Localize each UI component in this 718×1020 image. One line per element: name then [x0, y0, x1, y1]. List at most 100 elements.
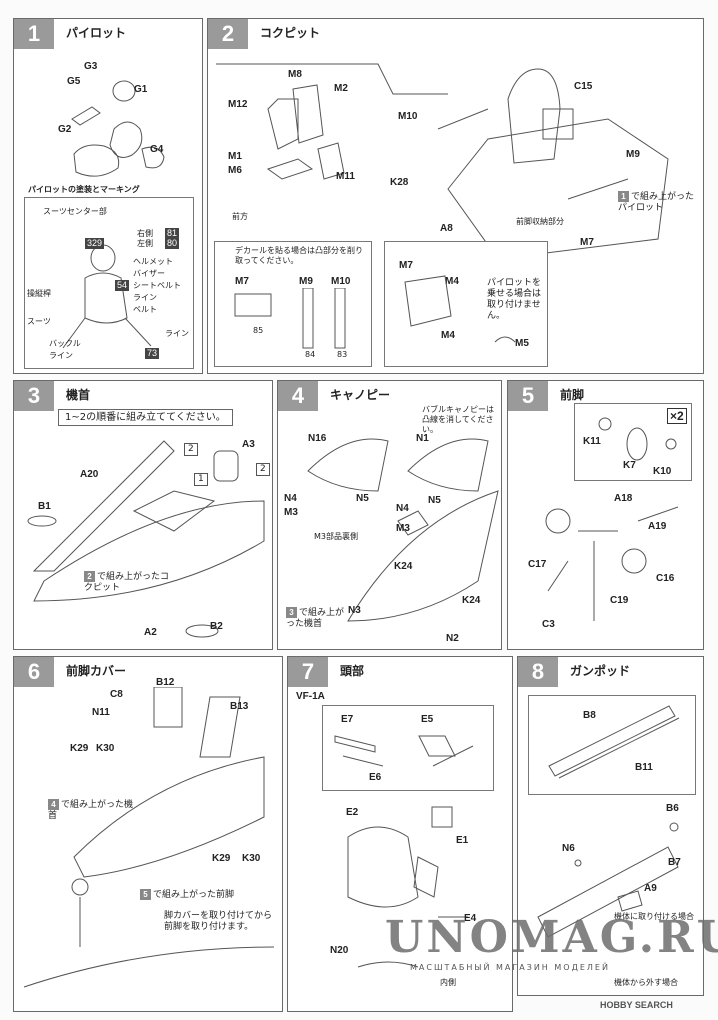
bubble-note: バブルキャノピーは凸線を消してください。	[422, 405, 494, 434]
mark-label: スーツ	[27, 317, 51, 326]
mark-label: シートベルト	[133, 281, 181, 290]
part-label: M7	[580, 237, 594, 248]
decal-box: デカールを貼る場合は凸部分を削り取ってください。 M7 M9 M10 85 84…	[214, 241, 372, 367]
mark-label: 操縦桿	[27, 289, 51, 298]
part-label: M2	[334, 83, 348, 94]
storage-label: 前脚収納部分	[516, 217, 564, 226]
step-ref: 2	[84, 571, 95, 582]
part-label: B13	[230, 701, 249, 712]
part-label: M11	[336, 171, 355, 182]
step6-panel: 6 前脚カバー C8 B12 N11 B13 K29 K30 K29 K30 4…	[13, 656, 283, 1012]
gunpod-box: B8 B11	[528, 695, 696, 795]
mark-label: 右側	[137, 229, 153, 238]
nose-drawing	[27, 440, 265, 638]
step-number: 3	[14, 381, 54, 411]
head-parts-box: E7 E5 E6	[322, 705, 494, 791]
paint-number: 80	[165, 238, 180, 249]
inside-label: 内側	[440, 978, 456, 987]
part-label: M7	[399, 260, 413, 271]
canopy-drawing	[307, 438, 499, 622]
part-label: A8	[440, 223, 453, 234]
part-label: G3	[84, 61, 98, 72]
step-number: 4	[278, 381, 318, 411]
step2-panel: 2 コクピット M8 M2 M12 M1 M6 M11 M10 C15 K28 …	[207, 18, 704, 374]
step-number: 8	[518, 657, 558, 687]
step5-panel: 5 前脚 K11 K7 K10 ×2 A18 A19 C17 C16 C19 C…	[507, 380, 704, 650]
part-label: G5	[67, 76, 81, 87]
mark-label: スーツセンター部	[43, 207, 107, 216]
part-label: A9	[644, 883, 657, 894]
step-title: 機首	[66, 388, 91, 402]
part-label: M4	[445, 276, 459, 287]
step-number: 1	[14, 19, 54, 49]
nose-gear-drawing	[545, 506, 679, 621]
part-label: B2	[210, 621, 223, 632]
part-label: E1	[456, 835, 469, 846]
part-label: K29	[70, 743, 89, 754]
part-label: N5	[428, 495, 441, 506]
gear-cover-drawing	[23, 687, 275, 988]
part-label: C8	[110, 689, 123, 700]
part-label: N11	[92, 707, 110, 718]
step-title: 頭部	[340, 664, 365, 678]
part-label: K30	[242, 853, 261, 864]
part-label: C19	[610, 595, 629, 606]
marking-box: スーツセンター部 右側 左側 ヘルメット バイザー シートベルト ライン ベルト…	[24, 197, 194, 369]
step8-panel: 8 ガンポッド B8 B11 B6 N6 B7 A9 機体に取り付ける場合 機体…	[517, 656, 704, 996]
paint-number: 73	[145, 348, 160, 359]
part-label: N1	[416, 433, 429, 444]
step1-panel: 1 パイロット G3 G5 G1 G2 G4 パイロットの塗装とマーキング スー…	[13, 18, 203, 374]
mark-label: バックル	[49, 339, 81, 348]
part-label: B11	[635, 762, 653, 773]
part-label: A18	[614, 493, 633, 504]
part-label: K11	[583, 436, 601, 447]
part-label: E2	[346, 807, 359, 818]
x2-label: ×2	[667, 408, 687, 424]
step-number: 7	[288, 657, 328, 687]
gunpod-drawing	[537, 822, 679, 938]
part-label: N16	[308, 433, 327, 444]
part-label: G4	[150, 144, 164, 155]
step7-panel: 7 頭部 VF-1A E7 E5 E6 E2 E1 E4 N20 内側	[287, 656, 513, 1012]
order-step: 2	[256, 463, 270, 476]
part-label: K10	[653, 466, 672, 477]
part-label: G2	[58, 124, 72, 135]
part-label: M4	[441, 330, 455, 341]
part-label: C15	[574, 81, 593, 92]
part-label: E4	[464, 913, 477, 924]
step-title: ガンポッド	[570, 664, 631, 678]
watermark-logo: UNOMAG.RU	[385, 912, 718, 963]
m3-back-label: M3部品裏側	[314, 532, 358, 541]
instrument-panels-drawing	[234, 288, 346, 349]
step-title: 前脚	[560, 388, 585, 402]
pilot-option-box: M7 M4 M4 M5 パイロットを乗せる場合は取り付けません。	[384, 241, 548, 367]
step3-panel: 3 機首 1~2の順番に組み立ててください。 A3 A20 B1 A2 B2 1…	[13, 380, 273, 650]
decal-number: 85	[253, 326, 264, 335]
step-number: 5	[508, 381, 548, 411]
decal-note: デカールを貼る場合は凸部分を削り取ってください。	[235, 246, 363, 265]
part-label: N6	[562, 843, 575, 854]
step-title: コクピット	[260, 26, 321, 40]
order-step: 2	[184, 443, 198, 456]
step-ref: 3	[286, 607, 297, 618]
wheel-box: K11 K7 K10 ×2	[574, 403, 692, 481]
part-label: N3	[348, 605, 361, 616]
step-title: キャノピー	[330, 388, 391, 402]
part-label: N20	[330, 945, 349, 956]
gunpod-halves-drawing	[548, 705, 680, 779]
mark-label: ライン	[49, 351, 73, 360]
step-ref: 5	[140, 889, 151, 900]
detach-note: 機体から外す場合	[614, 978, 678, 987]
panel-drawing	[404, 275, 516, 343]
part-label: M6	[228, 165, 242, 176]
order-note: 1~2の順番に組み立ててください。	[58, 409, 233, 426]
part-label: M8	[288, 69, 302, 80]
part-label: M7	[235, 276, 249, 287]
attach-note: 機体に取り付ける場合	[614, 912, 694, 921]
part-label: E6	[369, 772, 382, 783]
step-number: 6	[14, 657, 54, 687]
part-label: K29	[212, 853, 231, 864]
part-label: K30	[96, 743, 115, 754]
